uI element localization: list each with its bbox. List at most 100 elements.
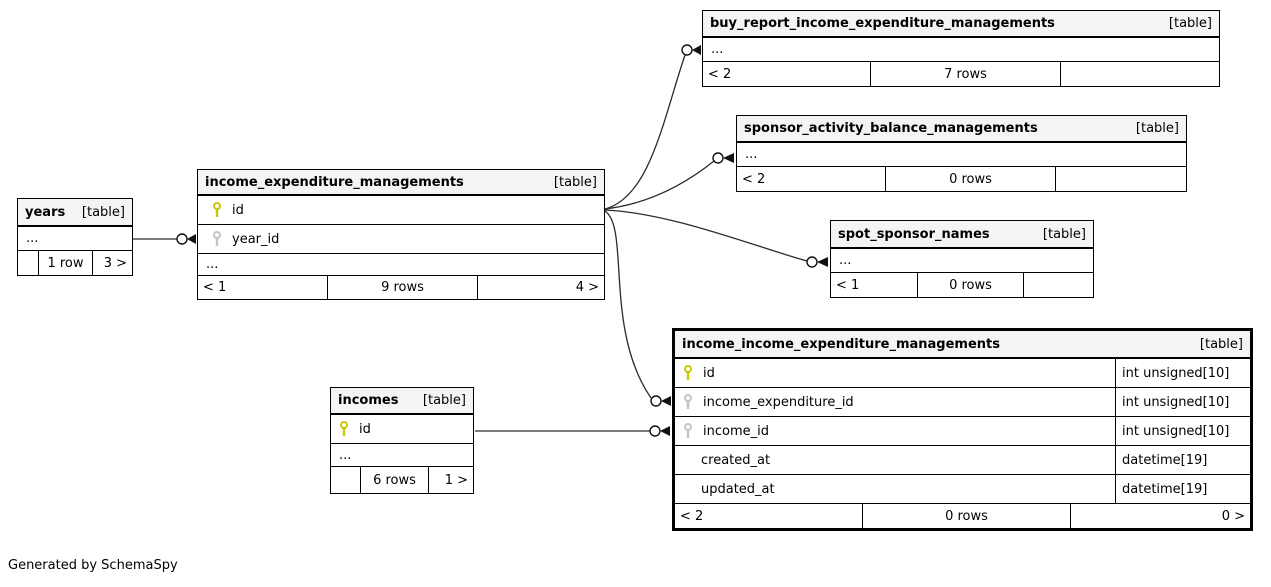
table-name[interactable]: incomes [338, 393, 399, 408]
table-tag: [table] [1042, 226, 1086, 242]
table-row: ... [18, 227, 132, 251]
table-tag: [table] [1168, 16, 1212, 31]
table-row: updated_at datetime[19] [675, 475, 1250, 504]
row-count: 0 rows [886, 167, 1056, 191]
primary-key-icon [213, 202, 221, 217]
row-count: 0 rows [863, 504, 1071, 528]
children-count: 4 > [575, 280, 599, 295]
column-type: int unsigned[10] [1115, 417, 1250, 445]
table-row: id int unsigned[10] [675, 359, 1250, 388]
generated-by-note: Generated by SchemaSpy [8, 558, 178, 573]
column-ellipsis: ... [339, 447, 352, 463]
table-years[interactable]: years [table] ... 1 row 3 > [17, 198, 133, 276]
table-tag: [table] [1135, 121, 1179, 136]
table-footer: < 2 0 rows 0 > [675, 504, 1250, 528]
relationship-income-expenditure-to-spot-sponsor-names [604, 209, 828, 268]
column-ellipsis: ... [711, 42, 724, 57]
table-header: years [table] [18, 199, 132, 227]
column-ellipsis: ... [745, 147, 758, 162]
row-count: 9 rows [328, 276, 478, 299]
parents-count: < 2 [737, 167, 886, 191]
column-name: income_id [703, 423, 769, 439]
table-footer: 1 row 3 > [18, 251, 132, 275]
table-header: incomes [table] [331, 388, 473, 415]
column-name: id [232, 202, 244, 218]
table-row: income_expenditure_id int unsigned[10] [675, 388, 1250, 417]
table-header: spot_sponsor_names [table] [831, 221, 1093, 249]
column-ellipsis: ... [839, 253, 852, 268]
column-type: datetime[19] [1115, 446, 1250, 474]
table-tag: [table] [1199, 336, 1243, 352]
table-header: income_income_expenditure_managements [t… [675, 331, 1250, 359]
relationship-years-to-income-expenditure-managements [133, 233, 196, 245]
table-footer: < 2 7 rows [703, 62, 1219, 86]
column-name: id [703, 365, 715, 381]
table-income-expenditure-managements[interactable]: income_expenditure_managements [table] i… [197, 169, 605, 300]
table-footer: < 1 0 rows [831, 273, 1093, 297]
column-ellipsis: ... [206, 257, 219, 272]
table-row: ... [703, 38, 1219, 62]
relationship-income-expenditure-to-income-income [604, 210, 671, 407]
parents-count [18, 251, 39, 275]
relationship-income-expenditure-to-sponsor-activity [604, 152, 734, 210]
table-footer: < 2 0 rows [737, 167, 1186, 191]
table-footer: < 1 9 rows 4 > [198, 276, 604, 299]
table-row: income_id int unsigned[10] [675, 417, 1250, 446]
column-name: year_id [232, 231, 280, 247]
table-header: income_expenditure_managements [table] [198, 170, 604, 196]
row-count: 6 rows [361, 467, 429, 493]
table-name[interactable]: income_income_expenditure_managements [682, 336, 1000, 352]
row-count: 7 rows [871, 62, 1061, 86]
parents-count: < 2 [703, 62, 871, 86]
foreign-key-icon [213, 231, 221, 246]
column-name: updated_at [701, 481, 775, 497]
column-type: datetime[19] [1115, 475, 1250, 503]
table-name[interactable]: years [25, 204, 66, 220]
table-header: buy_report_income_expenditure_management… [703, 11, 1219, 38]
row-count: 1 row [39, 251, 93, 275]
table-sponsor-activity-balance-managements[interactable]: sponsor_activity_balance_managements [ta… [736, 115, 1187, 192]
table-row: ... [331, 444, 473, 467]
table-row: ... [737, 143, 1186, 167]
table-row: id [198, 196, 604, 225]
children-count: 1 > [444, 472, 468, 488]
table-buy-report-income-expenditure-managements[interactable]: buy_report_income_expenditure_management… [702, 10, 1220, 87]
table-row: ... [831, 249, 1093, 273]
table-header: sponsor_activity_balance_managements [ta… [737, 116, 1186, 143]
table-name[interactable]: income_expenditure_managements [205, 174, 464, 190]
parents-count: < 1 [831, 273, 918, 297]
children-count: 3 > [103, 255, 127, 271]
column-type: int unsigned[10] [1115, 359, 1250, 387]
table-name[interactable]: buy_report_income_expenditure_management… [710, 16, 1055, 31]
table-name[interactable]: spot_sponsor_names [838, 226, 990, 242]
column-name: income_expenditure_id [703, 394, 854, 410]
column-name: id [359, 421, 371, 437]
children-count [1024, 273, 1093, 297]
table-name[interactable]: sponsor_activity_balance_managements [744, 121, 1038, 136]
table-footer: 6 rows 1 > [331, 467, 473, 493]
column-type: int unsigned[10] [1115, 388, 1250, 416]
relationship-incomes-to-income-income [475, 425, 670, 437]
foreign-key-icon [684, 394, 692, 409]
table-tag: [table] [81, 204, 125, 220]
children-count: 0 > [1221, 508, 1245, 524]
column-name: created_at [701, 452, 771, 468]
table-incomes[interactable]: incomes [table] id ... 6 rows 1 > [330, 387, 474, 494]
table-tag: [table] [553, 174, 597, 190]
parents-count: < 2 [675, 504, 863, 528]
table-spot-sponsor-names[interactable]: spot_sponsor_names [table] ... < 1 0 row… [830, 220, 1094, 298]
table-income-income-expenditure-managements[interactable]: income_income_expenditure_managements [t… [672, 328, 1253, 531]
table-row: year_id [198, 225, 604, 254]
children-count [1061, 62, 1219, 86]
relationship-income-expenditure-to-buy-report [604, 44, 701, 210]
row-count: 0 rows [918, 273, 1024, 297]
parents-count: < 1 [198, 276, 328, 299]
table-row: id [331, 415, 473, 444]
foreign-key-icon [684, 423, 692, 438]
column-ellipsis: ... [26, 231, 39, 246]
parents-count [331, 467, 361, 493]
children-count [1056, 167, 1186, 191]
table-row: created_at datetime[19] [675, 446, 1250, 475]
